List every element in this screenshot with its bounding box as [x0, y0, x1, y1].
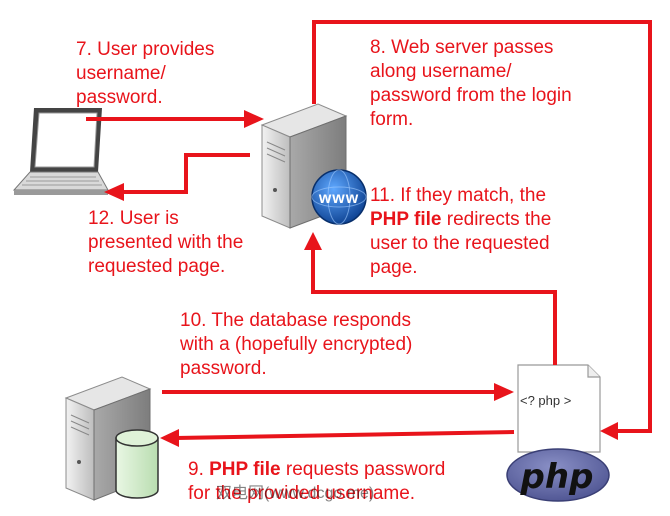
database-cylinder-icon	[115, 429, 159, 499]
step10-line: with a (hopefully encrypted)	[180, 334, 413, 355]
step9-line: 9. PHP file requests password	[188, 458, 445, 482]
step7-line: username/	[76, 63, 166, 84]
step12-line: presented with the	[88, 232, 244, 253]
arrow-step9	[175, 430, 515, 440]
arrowhead-step10	[494, 383, 514, 401]
globe-www-text: www	[318, 190, 359, 207]
web-server-icon	[260, 103, 348, 229]
laptop-icon	[12, 108, 109, 195]
arrowhead-step7	[244, 110, 264, 128]
step9-label: 9. PHP file requests password for the pr…	[188, 458, 445, 506]
arrowhead-step8	[600, 422, 618, 440]
step10-line: password.	[180, 358, 267, 379]
arrowhead-step11	[304, 232, 322, 250]
step10-label: 10. The database responds with a (hopefu…	[180, 309, 412, 381]
arrowhead-step9	[160, 429, 179, 447]
php-logo-icon: php	[506, 448, 610, 502]
php-file-icon	[517, 364, 601, 453]
step11-line: 11. If they match, the	[370, 185, 547, 206]
step7-line: 7. User provides	[76, 39, 215, 60]
arrowhead-step12	[104, 183, 124, 201]
step11-rest: redirects the	[441, 209, 552, 230]
step10-line: 10. The database responds	[180, 310, 411, 331]
arrow-step11	[311, 248, 557, 365]
step8-line: password from the login	[370, 85, 572, 106]
arrow-step12	[122, 153, 250, 194]
step12-line: 12. User is	[88, 208, 179, 229]
step12-line: requested page.	[88, 256, 226, 277]
step11-bold: PHP file	[370, 209, 442, 230]
step8-label: 8. Web server passes along username/ pas…	[370, 36, 572, 132]
arrow-step8	[312, 20, 652, 433]
step7-line: password.	[76, 87, 163, 108]
step8-line: form.	[370, 109, 414, 130]
php-logo-text: php	[520, 457, 594, 497]
php-file-code: <? php >	[520, 393, 572, 408]
step11-line: PHP file redirects the	[370, 208, 551, 232]
step9-prefix: 9.	[188, 459, 210, 480]
step12-label: 12. User is presented with the requested…	[88, 207, 243, 279]
step8-line: along username/	[370, 61, 512, 82]
step9-bold: PHP file	[209, 459, 281, 480]
globe-www-icon: www	[311, 169, 367, 225]
step7-label: 7. User provides username/ password.	[76, 38, 214, 110]
step11-line: page.	[370, 257, 418, 278]
step11-line: user to the requested	[370, 233, 550, 254]
step9-line: for the provided username.	[188, 483, 416, 504]
step9-rest: requests password	[280, 459, 446, 480]
watermark: 双电网(www.dcgo.me)	[216, 485, 375, 502]
step8-line: 8. Web server passes	[370, 37, 554, 58]
step11-label: 11. If they match, the PHP file redirect…	[370, 184, 551, 280]
